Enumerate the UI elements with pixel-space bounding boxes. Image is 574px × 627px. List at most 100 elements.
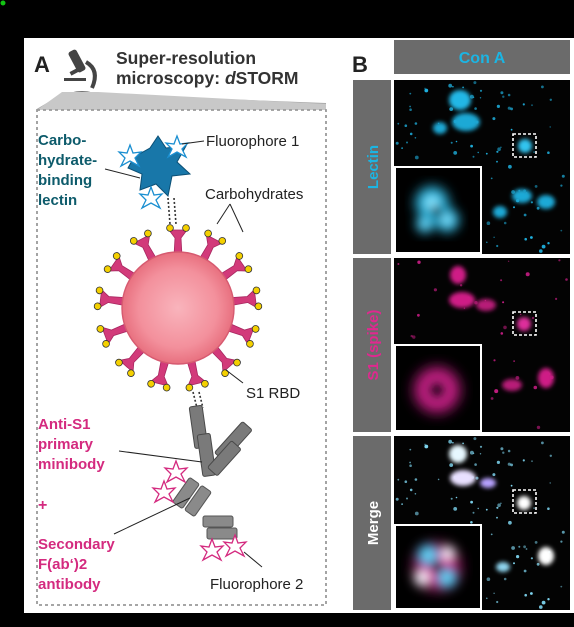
localisation-dot: [409, 108, 412, 111]
lectin-link: [167, 197, 177, 225]
localisation-dot: [492, 473, 496, 477]
localisation-dot: [549, 482, 551, 484]
localisation-dot: [414, 493, 417, 495]
localisation-dot: [531, 460, 533, 463]
localisation-dot: [558, 259, 561, 262]
localisation-dot: [518, 545, 521, 548]
localisation-dot: [496, 506, 499, 509]
localisation-dot: [525, 548, 528, 550]
localisation-dot: [507, 260, 510, 262]
zoom-cone: [37, 92, 326, 110]
localisation-dot: [479, 97, 482, 99]
localisation-dot: [410, 334, 413, 338]
carbohydrates-label: Carbohydrates: [205, 186, 303, 203]
localisation-dot: [533, 385, 538, 390]
localisation-dot: [508, 164, 512, 169]
localisation-dot: [412, 335, 416, 339]
localisation-dot: [496, 150, 499, 153]
localisation-dot: [409, 105, 411, 108]
localisation-dot: [409, 488, 413, 492]
localisation-dot: [536, 425, 541, 430]
localisation-dot: [450, 497, 453, 500]
localisation-dot: [507, 449, 511, 453]
localisation-dot: [500, 279, 503, 282]
row-label-bar-merge: [353, 436, 391, 610]
localisation-dot: [462, 442, 464, 445]
spike: [166, 224, 190, 257]
localisation-dot: [549, 454, 552, 457]
localisation-dot: [414, 137, 417, 139]
localisation-dot: [500, 332, 504, 335]
localisation-dot: [409, 461, 411, 464]
localisation-dot: [513, 562, 515, 565]
localisation-dot: [507, 93, 511, 97]
primary-minibody: [188, 404, 252, 477]
image-s1: [394, 258, 570, 432]
localisation-dot: [492, 117, 496, 121]
localisation-dot: [515, 376, 520, 380]
fluorophore-2-burst: [151, 459, 248, 562]
anti-s1-pointer: [118, 450, 203, 463]
localisation-dot: [560, 184, 563, 187]
fluorophore-2-label: Fluorophore 2: [210, 576, 303, 593]
column-header-label: Con A: [459, 50, 506, 67]
localisation-dot: [424, 87, 426, 90]
localisation-dot: [424, 444, 429, 449]
panel-b-letter: B: [352, 52, 368, 77]
localisation-dot: [455, 140, 458, 143]
anti-s1-label: Anti-S1 primary minibody: [38, 416, 105, 473]
localisation-dot: [486, 577, 491, 581]
fluorophore-1-label: Fluorophore 1: [206, 133, 299, 150]
localisation-dot: [534, 541, 538, 544]
localisation-dot: [507, 462, 511, 466]
localisation-dot: [497, 503, 501, 508]
localisation-dot: [414, 478, 418, 481]
localisation-dot: [409, 132, 413, 136]
localisation-dot: [401, 147, 403, 150]
localisation-dot: [530, 592, 533, 595]
localisation-dot: [530, 236, 533, 239]
localisation-dot: [417, 313, 420, 317]
localisation-dot: [503, 221, 507, 225]
localisation-dot: [520, 313, 522, 316]
fluorophore-2-pointer: [243, 551, 263, 568]
localisation-dot: [530, 201, 534, 204]
lectin-label: Carbo- hydrate- binding lectin: [38, 132, 101, 209]
localisation-dot: [523, 569, 527, 573]
localisation-dot: [470, 94, 474, 99]
localisation-dot: [475, 476, 479, 480]
spike: [93, 286, 128, 311]
localisation-dot: [547, 242, 550, 245]
localisation-dot: [406, 497, 408, 500]
localisation-dot: [409, 464, 412, 468]
localisation-dot: [534, 185, 538, 188]
localisation-dot: [513, 206, 515, 209]
localisation-dot: [474, 107, 477, 110]
localisation-dot: [414, 511, 419, 516]
localisation-dot: [547, 507, 550, 511]
localisation-dot: [449, 463, 454, 467]
spike-proteins: [93, 224, 263, 392]
localisation-dot: [541, 441, 544, 445]
localisation-dot: [523, 545, 526, 549]
localisation-dot: [510, 128, 513, 131]
localisation-dot: [490, 533, 493, 536]
localisation-dot: [536, 562, 540, 566]
secondary-antibody: [172, 477, 238, 540]
image-lectin: [394, 80, 570, 254]
row-label-bar-lectin: [353, 80, 391, 254]
localisation-dot: [470, 521, 473, 524]
localisation-dot: [523, 213, 527, 217]
localisation-dot: [424, 88, 429, 93]
localisation-dot: [450, 141, 453, 144]
localisation-dot: [479, 445, 483, 448]
fluorophore-1-pointer: [181, 140, 205, 145]
localisation-dot: [477, 507, 479, 510]
localisation-dot: [424, 443, 426, 446]
localisation-dot: [536, 206, 540, 210]
localisation-dot: [397, 263, 400, 265]
localisation-dot: [477, 151, 479, 154]
localisation-dot: [414, 122, 418, 125]
localisation-dot: [539, 249, 543, 253]
